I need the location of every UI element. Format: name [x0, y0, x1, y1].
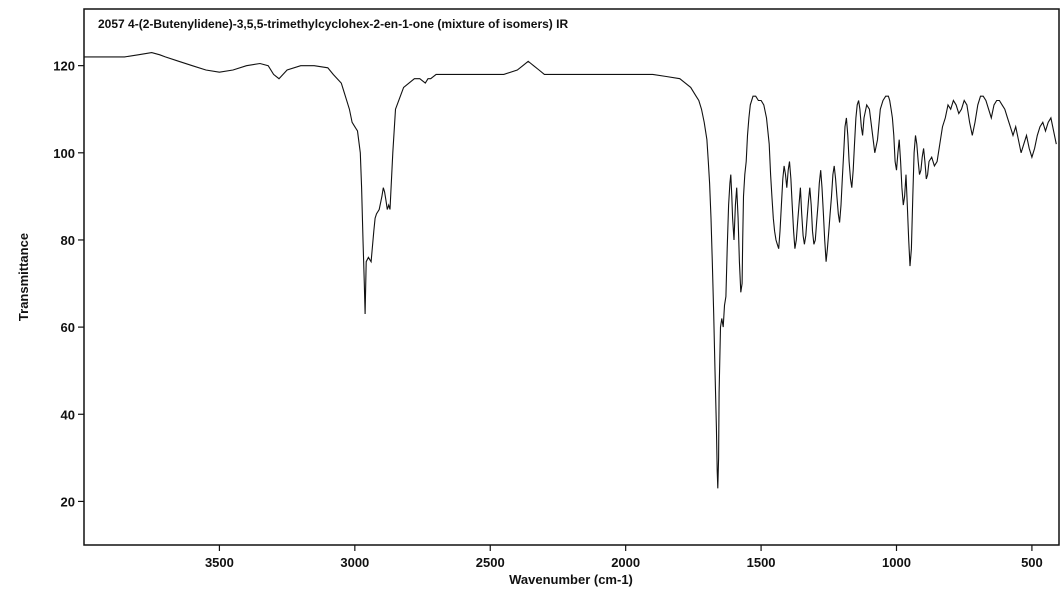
x-tick-label: 3500 [205, 555, 234, 570]
x-tick-label: 3000 [340, 555, 369, 570]
y-axis-ticks: 20 40 60 80 100 120 [53, 59, 84, 509]
x-tick-label: 1000 [882, 555, 911, 570]
y-tick-label: 120 [53, 59, 75, 74]
y-axis-title: Transmittance [16, 233, 31, 321]
x-tick-label: 1500 [747, 555, 776, 570]
x-tick-label: 2000 [611, 555, 640, 570]
x-axis-title: Wavenumber (cm-1) [509, 572, 633, 587]
y-tick-label: 60 [61, 320, 75, 335]
x-tick-label: 500 [1021, 555, 1043, 570]
x-axis-ticks: 3500 3000 2500 2000 1500 1000 500 [205, 545, 1043, 570]
y-tick-label: 40 [61, 407, 75, 422]
x-tick-label: 2500 [476, 555, 505, 570]
y-tick-label: 20 [61, 494, 75, 509]
y-tick-label: 100 [53, 146, 75, 161]
spectrum-series-line [84, 52, 1057, 489]
chart-title: 2057 4-(2-Butenylidene)-3,5,5-trimethylc… [98, 17, 568, 31]
y-tick-label: 80 [61, 233, 75, 248]
plot-area [83, 8, 1060, 546]
